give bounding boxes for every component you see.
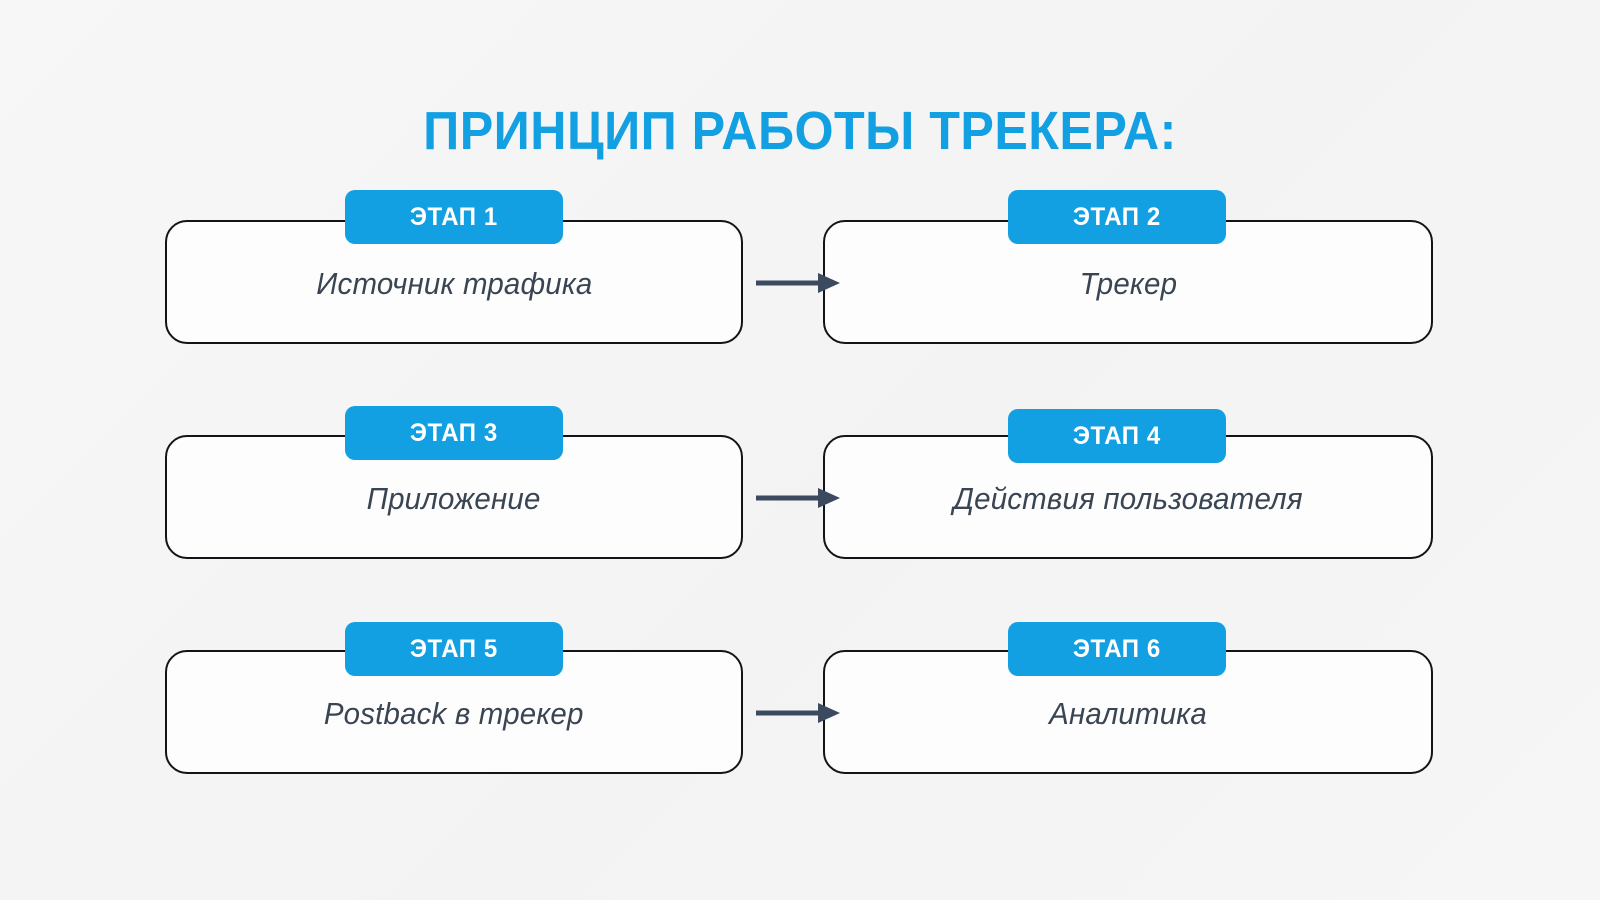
flow-card-label: Источник трафика xyxy=(315,266,593,301)
step-badge-3[interactable]: ЭТАП 3 xyxy=(345,406,563,460)
step-badge-label: ЭТАП 4 xyxy=(1073,421,1161,450)
step-badge-4[interactable]: ЭТАП 4 xyxy=(1008,409,1226,463)
step-badge-label: ЭТАП 5 xyxy=(410,634,498,663)
flow-card-label: Приложение xyxy=(367,481,541,516)
flow-card-label: Аналитика xyxy=(1049,696,1207,731)
flow-card-label: Трекер xyxy=(1079,266,1177,301)
step-badge-6[interactable]: ЭТАП 6 xyxy=(1008,622,1226,676)
connector-arrow-2 xyxy=(756,483,840,513)
step-badge-5[interactable]: ЭТАП 5 xyxy=(345,622,563,676)
step-badge-label: ЭТАП 2 xyxy=(1073,202,1161,231)
page-title: ПРИНЦИП РАБОТЫ ТРЕКЕРА: xyxy=(423,101,1177,162)
step-badge-label: ЭТАП 1 xyxy=(410,202,498,231)
step-badge-label: ЭТАП 6 xyxy=(1073,634,1161,663)
step-badge-label: ЭТАП 3 xyxy=(410,418,498,447)
connector-arrow-1 xyxy=(756,268,840,298)
flow-card-label: Действия пользователя xyxy=(953,481,1303,516)
flow-card-label: Postback в трекер xyxy=(324,696,584,731)
step-badge-1[interactable]: ЭТАП 1 xyxy=(345,190,563,244)
step-badge-2[interactable]: ЭТАП 2 xyxy=(1008,190,1226,244)
connector-arrow-3 xyxy=(756,698,840,728)
